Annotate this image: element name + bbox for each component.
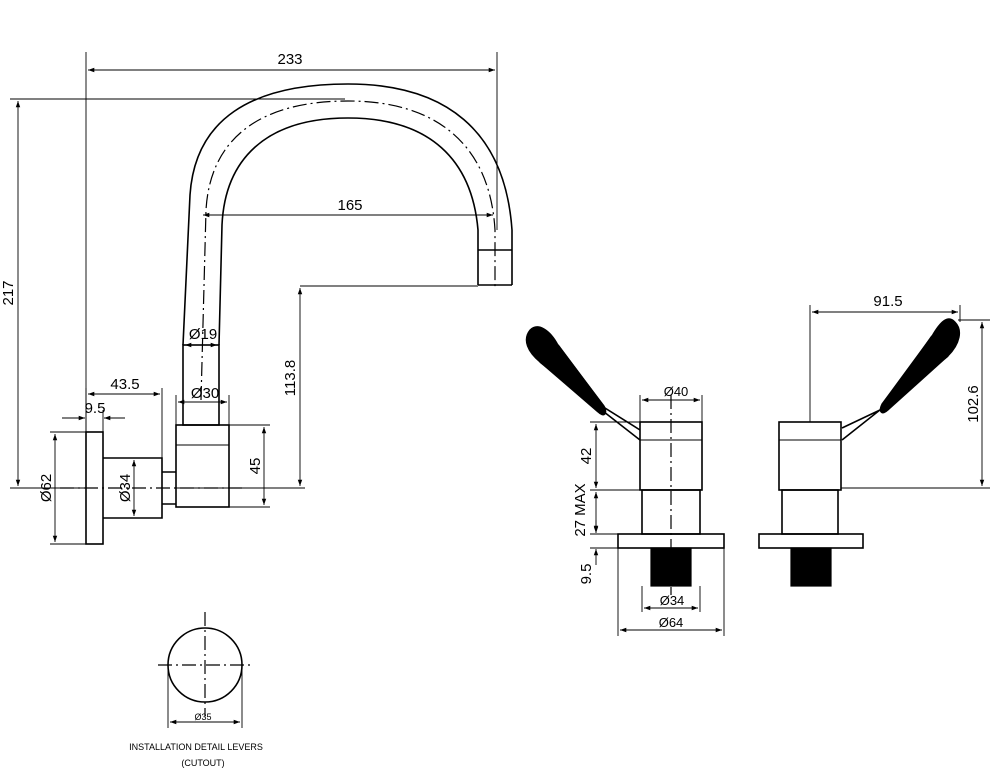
dim-lever-reach: 91.5 (873, 293, 902, 310)
dim-base-shank-diameter: Ø34 (660, 593, 685, 608)
dim-spout-reach: 165 (337, 197, 362, 214)
right-lever-stem (790, 547, 832, 587)
dim-base-diameter: Ø64 (659, 615, 684, 630)
dim-wall-depth: 43.5 (110, 376, 139, 393)
dim-flange-depth: 9.5 (85, 400, 106, 417)
dim-handle-body-height: 42 (578, 448, 595, 465)
dim-handle-diameter: Ø40 (664, 384, 689, 399)
right-lever-shank (781, 489, 839, 535)
dim-flange-diameter: Ø62 (38, 474, 55, 502)
right-lever-body (778, 421, 842, 491)
dim-mount-thickness: 27 MAX (572, 483, 589, 536)
left-lever-view: Ø40 42 27 MAX 9.5 Ø34 Ø64 (525, 326, 725, 636)
installation-detail-title: INSTALLATION DETAIL LEVERS (129, 742, 263, 752)
dim-overall-height: 217 (0, 280, 17, 305)
left-lever-paddle (525, 326, 607, 416)
dim-shank-diameter: Ø34 (117, 474, 134, 502)
spout-view: 233 165 217 113.8 Ø19 Ø30 43.5 9.5 Ø62 Ø… (0, 51, 513, 545)
tap-body (175, 424, 230, 508)
dim-body-height: 45 (247, 458, 264, 475)
spout-centerline (200, 100, 496, 401)
spout-outer-profile (182, 83, 513, 346)
installation-detail-subtitle: (CUTOUT) (181, 758, 224, 768)
dim-cutout-diameter: Ø35 (194, 712, 211, 722)
dim-overall-width: 233 (277, 51, 302, 68)
right-lever-view: 91.5 102.6 (758, 293, 990, 587)
dim-outlet-height: 113.8 (282, 360, 299, 396)
dim-spout-diameter: Ø19 (189, 326, 217, 343)
right-lever-paddle (879, 318, 961, 414)
dim-lever-height: 102.6 (965, 385, 982, 423)
right-lever-base (758, 533, 864, 549)
installation-detail: Ø35 INSTALLATION DETAIL LEVERS (CUTOUT) (129, 612, 263, 768)
dim-base-thickness: 9.5 (578, 564, 595, 585)
spout-inner-profile (218, 117, 479, 346)
dim-body-diameter: Ø30 (191, 385, 219, 402)
